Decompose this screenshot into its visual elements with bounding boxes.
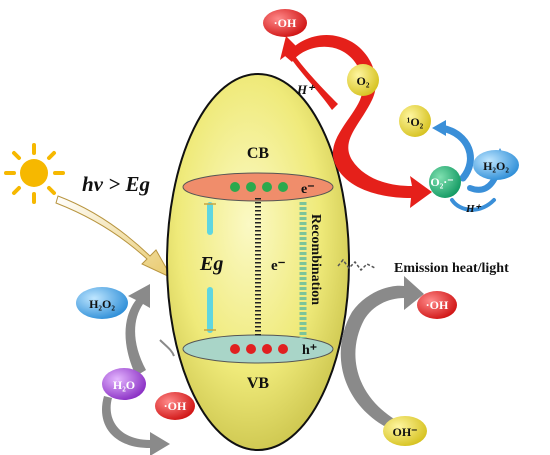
electron-label-mid: e⁻ [271, 258, 286, 274]
eg-label: Eg [199, 253, 223, 275]
svg-text:·OH: ·OH [274, 16, 297, 30]
electron-dots [230, 182, 288, 192]
svg-text:H₂O: H₂O [113, 378, 135, 392]
recombination-label: Recombination [308, 214, 323, 305]
svg-text:H₂O₂: H₂O₂ [483, 159, 509, 173]
molecule-oh-right: ·OH [417, 291, 457, 319]
molecule-superoxide: O₂·⁻ [429, 166, 461, 198]
red-oh-arrow [280, 36, 338, 110]
molecule-h2o: H₂O [102, 368, 146, 400]
molecule-singlet-o2: ¹O₂ [399, 105, 431, 137]
red-reduction-arrow [285, 34, 432, 208]
gray-arrow-ohminus-to-oh [340, 276, 424, 426]
svg-text:H₂O₂: H₂O₂ [89, 297, 115, 311]
photon-energy-label: hν > Eg [82, 172, 150, 196]
cb-label: CB [247, 145, 270, 162]
molecule-h2o2-right: H₂O₂ [473, 150, 519, 180]
sun-icon [4, 143, 65, 204]
blue-arrow-singlet [438, 124, 474, 182]
photon-arrow [55, 195, 174, 280]
h-plus-top-label: H⁺ [296, 82, 316, 97]
gray-arrow-h2o-to-oh [102, 396, 170, 455]
molecule-o2: O₂ [347, 64, 379, 96]
svg-text:OH⁻: OH⁻ [392, 425, 417, 439]
svg-text:O₂·⁻: O₂·⁻ [430, 175, 453, 189]
gray-arrow-h2o-to-h2o2 [125, 284, 150, 376]
svg-text:·OH: ·OH [164, 399, 187, 413]
svg-text:¹O₂: ¹O₂ [407, 115, 424, 129]
molecule-oh-bottom-left: ·OH [155, 392, 195, 420]
molecule-oh-minus: OH⁻ [383, 416, 427, 446]
gray-arrow-vb-to-h2o [159, 339, 175, 357]
hole-dots [230, 344, 288, 354]
blue-arrow-hplus [450, 198, 496, 212]
svg-text:·OH: ·OH [426, 298, 449, 312]
h-plus-right-label: H⁺ [465, 203, 482, 215]
hole-label: h⁺ [302, 343, 317, 358]
svg-text:O₂: O₂ [357, 74, 370, 88]
vb-label: VB [247, 375, 270, 392]
molecule-oh-top: ·OH [263, 9, 307, 37]
electron-label-cb: e⁻ [301, 182, 315, 197]
conduction-band [182, 172, 334, 202]
molecule-h2o2-left: H₂O₂ [76, 287, 128, 319]
emission-label: Emission heat/light [394, 261, 509, 276]
emission-wave [337, 258, 376, 272]
